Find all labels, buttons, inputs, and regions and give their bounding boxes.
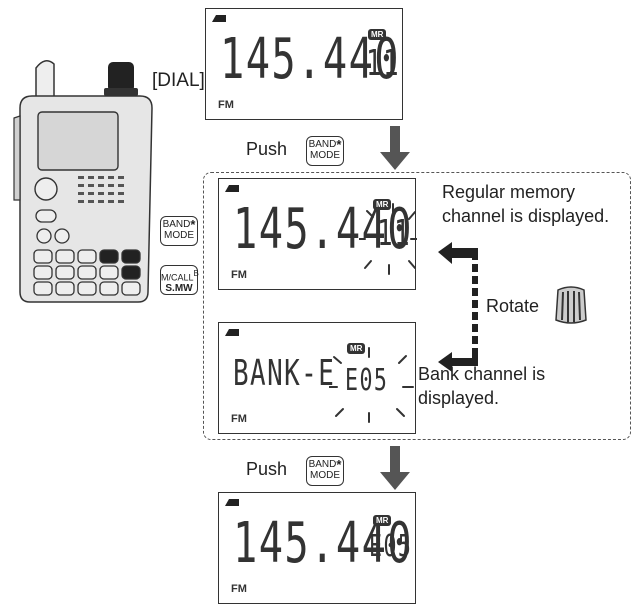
rotate-connector — [438, 242, 478, 372]
down-arrow-icon — [380, 446, 410, 490]
push-label-1: Push — [246, 139, 288, 159]
lcd-display-2: 145.440 MR 11 FM — [218, 178, 417, 290]
mode-indicator: FM — [218, 99, 234, 111]
mode-indicator: FM — [231, 583, 247, 595]
blink-rays-icon — [329, 347, 414, 423]
channel-readout: E05 — [369, 529, 413, 564]
star-key-text: * — [190, 217, 196, 232]
push-label-2: Push — [246, 459, 288, 479]
mr-indicator: MR — [347, 343, 366, 354]
b-key-text: B — [193, 269, 199, 278]
rotate-label: Rotate — [486, 296, 540, 316]
mode-indicator: FM — [231, 269, 247, 281]
mr-indicator: MR — [368, 29, 387, 40]
mode-key-text: MODE — [310, 150, 340, 161]
channel-readout: E05 — [345, 363, 389, 398]
note-regular-line-2: channel is displayed. — [442, 206, 610, 226]
dial-knob-icon — [555, 286, 587, 324]
down-arrow-icon — [380, 126, 410, 170]
lcd-display-1: 145.440 MR 11 FM — [205, 8, 403, 120]
note-bank-line-2: displayed. — [418, 388, 500, 408]
band-mode-key[interactable]: BAND* MODE — [160, 216, 198, 246]
note-bank: Bank channel is displayed. — [418, 362, 545, 410]
note-bank-line-1: Bank channel is — [418, 364, 546, 384]
blink-rays-icon — [359, 203, 417, 275]
mcall-smw-key[interactable]: M/CALLB S.MW — [160, 265, 199, 295]
band-mode-key-2[interactable]: BAND* MODE — [306, 456, 344, 486]
smw-key-text: S.MW — [165, 283, 193, 295]
mcall-key-text: M/CALL — [161, 272, 194, 283]
radio-illustration — [13, 60, 153, 303]
note-regular-line-1: Regular memory — [442, 182, 576, 202]
mr-indicator: MR — [373, 515, 392, 526]
channel-readout: 11 — [366, 43, 401, 84]
note-regular: Regular memory channel is displayed. — [442, 180, 609, 228]
channel-readout: 11 — [377, 213, 412, 254]
lcd-display-4: 145.440 MR E05 FM — [218, 492, 416, 604]
mr-indicator: MR — [373, 199, 392, 210]
lcd-display-3: BANK-E MR E05 FM — [218, 322, 416, 434]
dial-label: [DIAL] — [152, 70, 205, 91]
band-key-text: BAND — [162, 219, 191, 230]
rotate-group-frame — [203, 172, 631, 440]
mode-key-text: MODE — [164, 230, 194, 241]
star-key-text: * — [336, 457, 342, 472]
band-mode-key-1[interactable]: BAND* MODE — [306, 136, 344, 166]
star-key-text: * — [336, 137, 342, 152]
band-key-text: BAND — [308, 459, 337, 470]
mode-indicator: FM — [231, 413, 247, 425]
mode-key-text: MODE — [310, 470, 340, 481]
band-key-text: BAND — [308, 139, 337, 150]
bank-readout: BANK-E — [233, 353, 336, 394]
